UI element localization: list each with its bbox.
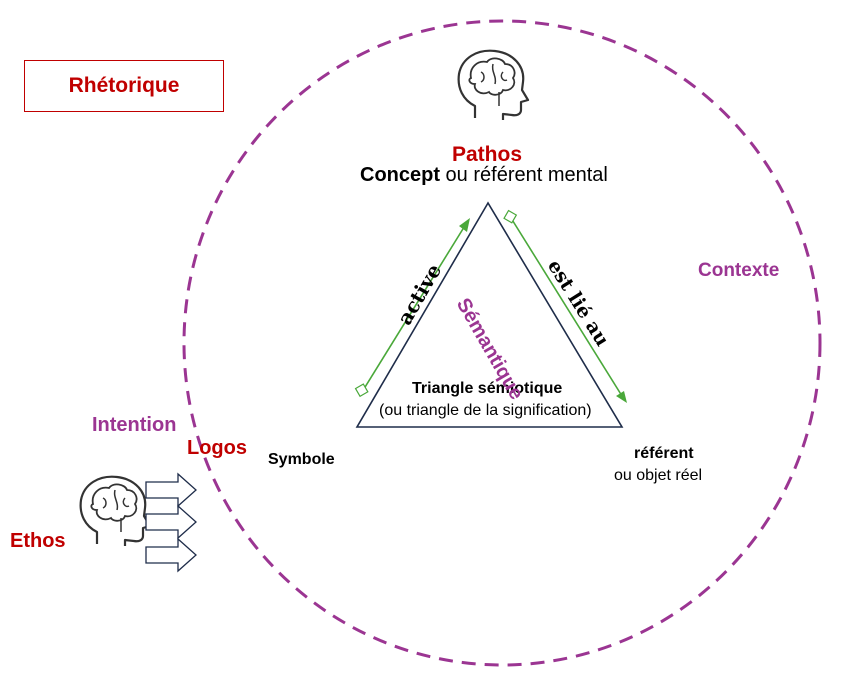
objet-reel-label: ou objet réel [614, 467, 703, 484]
concept-bold: Concept [360, 164, 440, 186]
est-lie-au-arrow [503, 209, 627, 403]
rhetorique-box: Rhétorique [24, 60, 224, 112]
pathos-label: Pathos [452, 143, 523, 166]
triangle-subtitle: (ou triangle de la signification) [379, 402, 592, 419]
contexte-label: Contexte [698, 260, 780, 281]
head-brain-icon [79, 475, 152, 546]
intention-label: Intention [92, 414, 177, 436]
logos-label: Logos [187, 437, 247, 459]
active-arrow [354, 218, 470, 398]
symbole-label: Symbole [268, 451, 335, 468]
arrow-right-icon [145, 537, 197, 573]
referent-label: référent [634, 445, 694, 462]
head-brain-icon [457, 49, 530, 120]
semiotic-triangle [355, 201, 624, 428]
concept-label: Concept ou référent mental [360, 165, 608, 185]
context-circle [182, 19, 822, 667]
rhetorique-label: Rhétorique [68, 74, 180, 97]
triangle-title: Triangle sémiotique [412, 380, 563, 397]
ethos-label: Ethos [10, 530, 66, 552]
arrow-right-icon [145, 504, 197, 540]
arrow-right-icon [145, 472, 197, 508]
concept-rest: ou référent mental [440, 164, 608, 186]
